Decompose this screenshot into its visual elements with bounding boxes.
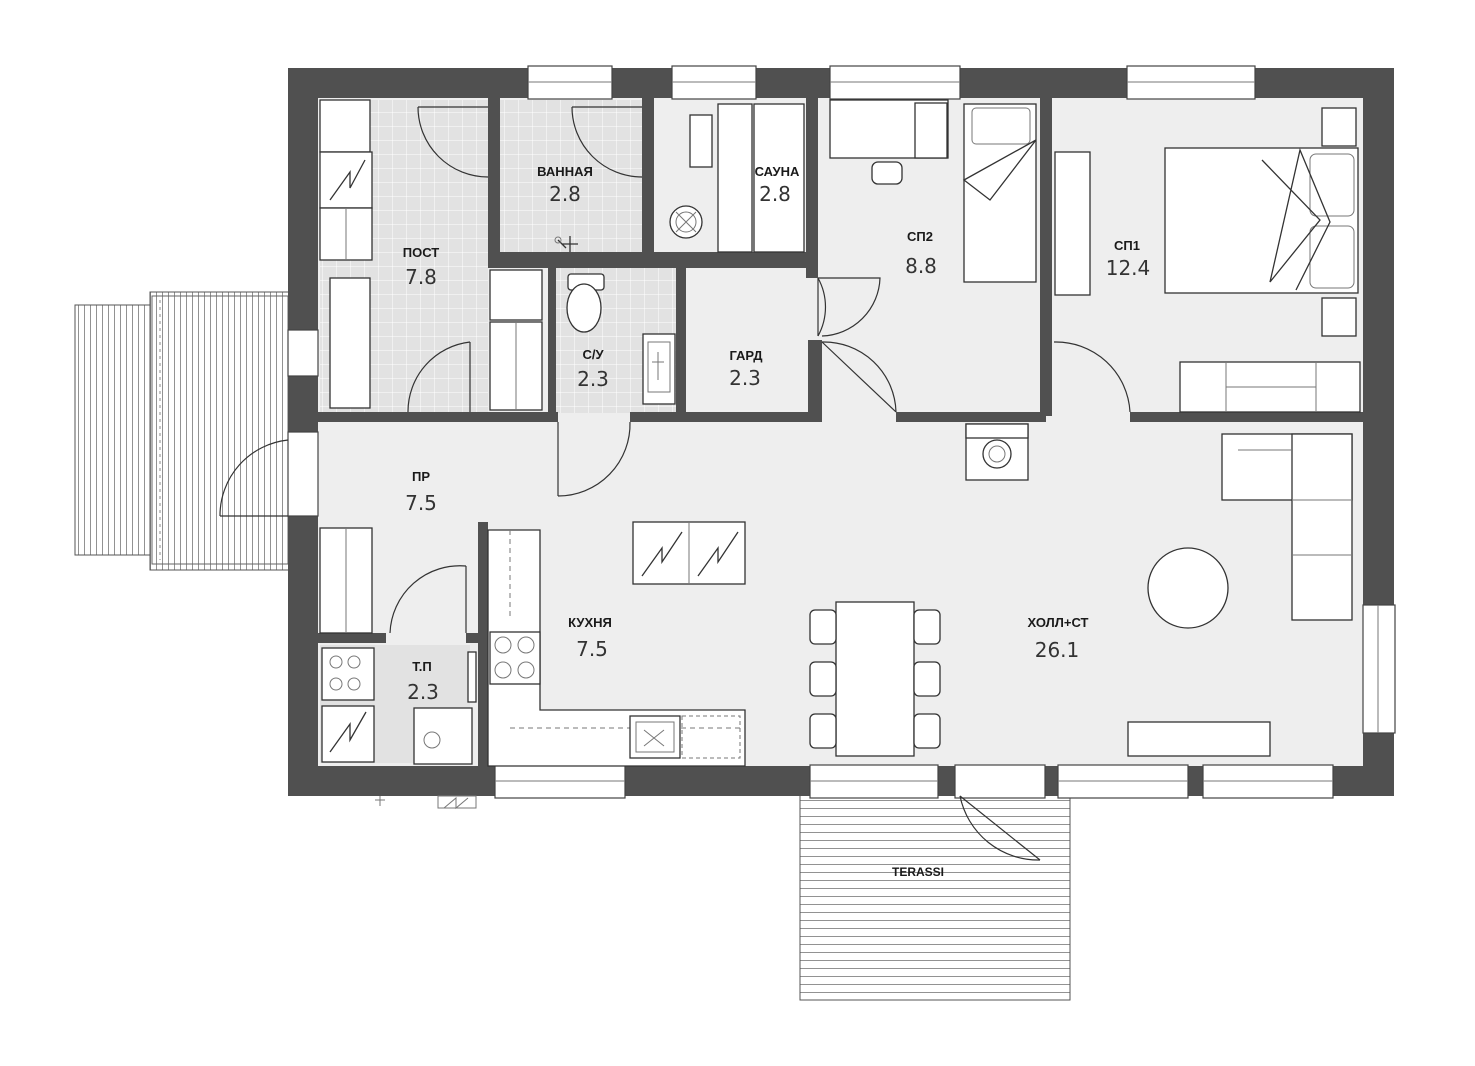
room-name-wc: С/У	[582, 347, 604, 362]
sauna-benches	[669, 103, 805, 253]
room-name-kitchen: КУХНЯ	[568, 615, 612, 630]
room-name-living: ХОЛЛ+СТ	[1028, 615, 1089, 630]
room-area-tech: 2.3	[407, 680, 439, 704]
room-area-bed2: 8.8	[905, 254, 937, 278]
outdoor-marks	[375, 795, 477, 810]
terrace-deck: TERASSI	[799, 794, 1071, 1001]
room-area-hall: 7.5	[405, 491, 437, 515]
bath-tile-floor	[500, 100, 642, 252]
room-area-wc: 2.3	[577, 367, 609, 391]
room-area-closet: 2.3	[729, 366, 761, 390]
room-name-tech: Т.П	[412, 659, 431, 674]
bed1-furniture	[1054, 107, 1361, 413]
room-labels: ПОСТ 7.8 ВАННАЯ 2.8 САУНА 2.8 СП2 8.8 СП…	[403, 164, 1151, 704]
room-area-sauna: 2.8	[759, 182, 791, 206]
room-area-bed1: 12.4	[1106, 256, 1151, 280]
room-area-post: 7.8	[405, 265, 437, 289]
tech-room-equipment	[321, 647, 477, 765]
post-cabinets	[319, 99, 543, 411]
kitchen-units	[487, 521, 746, 767]
interior-walls	[318, 98, 1363, 766]
terrace-label: TERASSI	[892, 865, 944, 879]
bed2-furniture	[829, 99, 1037, 283]
wc-fixtures	[566, 273, 676, 405]
fireplace	[965, 423, 1029, 481]
living-furniture	[809, 433, 1353, 757]
room-name-closet: ГАРД	[729, 348, 763, 363]
room-name-sauna: САУНА	[755, 164, 800, 179]
door-swings	[219, 106, 1131, 861]
room-name-bed2: СП2	[907, 229, 933, 244]
bath-fixtures	[554, 236, 578, 252]
room-area-bath: 2.8	[549, 182, 581, 206]
left-deck	[74, 291, 291, 571]
room-area-kitchen: 7.5	[576, 637, 608, 661]
room-name-bed1: СП1	[1114, 238, 1140, 253]
hall-wardrobe	[319, 527, 373, 634]
room-name-post: ПОСТ	[403, 245, 440, 260]
windows	[287, 65, 1396, 799]
room-name-bath: ВАННАЯ	[537, 164, 593, 179]
room-name-hall: ПР	[412, 469, 430, 484]
room-area-living: 26.1	[1035, 638, 1080, 662]
